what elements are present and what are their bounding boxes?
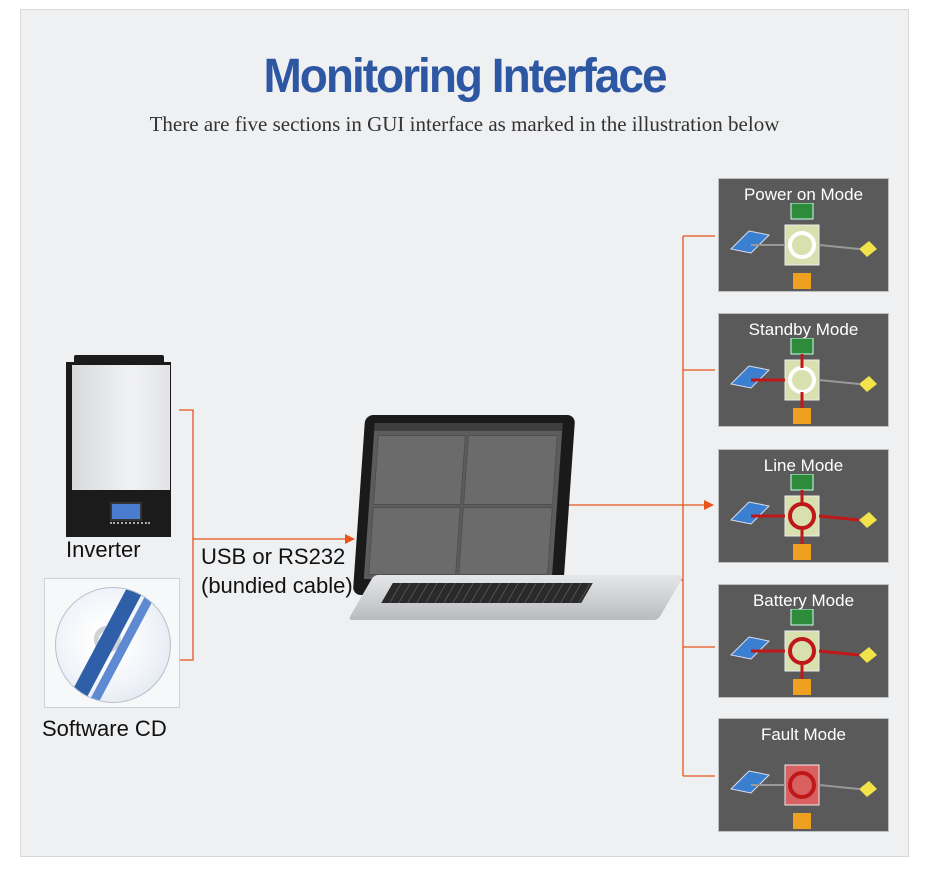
bulb-icon (859, 241, 877, 257)
grid-icon (790, 338, 814, 355)
laptop-image (339, 415, 684, 625)
grid-icon (790, 609, 814, 626)
diagram-frame: Monitoring Interface There are five sect… (20, 9, 909, 857)
solar-panel-icon (729, 770, 771, 794)
battery-icon (793, 544, 811, 560)
inverter-lcd (110, 502, 142, 521)
mode-panel-fault: Fault Mode (718, 718, 889, 832)
software-cd-image (44, 578, 180, 708)
mode-panel-standby: Standby Mode (718, 313, 889, 427)
battery-icon (793, 273, 811, 289)
solar-panel-icon (729, 501, 771, 525)
page-title: Monitoring Interface (263, 47, 667, 103)
inverter-cd-bracket (179, 409, 194, 661)
bulb-icon (859, 781, 877, 797)
mode-diagram (729, 764, 877, 829)
bulb-icon (859, 512, 877, 528)
battery-icon (793, 813, 811, 829)
software-cd-label: Software CD (42, 716, 167, 741)
battery-icon (793, 408, 811, 424)
page-subtitle: There are five sections in GUI interface… (149, 112, 780, 136)
connection-label-line2: (bundied cable) (201, 573, 353, 598)
grid-icon (790, 203, 814, 220)
inverter-label: Inverter (66, 537, 141, 562)
mode-diagram (729, 338, 877, 424)
inverter-image (66, 355, 171, 537)
mode-title: Power on Mode (743, 185, 864, 204)
laptop-screen (363, 423, 563, 579)
mode-diagram (729, 474, 877, 560)
mode-diagram (729, 203, 877, 289)
grid-icon (790, 474, 814, 491)
connector-lines (179, 235, 715, 777)
mode-diagram (729, 609, 877, 695)
mode-panel-power-on: Power on Mode (718, 178, 889, 292)
mode-title: Fault Mode (760, 725, 847, 744)
mode-panel-battery: Battery Mode (718, 584, 889, 698)
mode-panel-line: Line Mode (718, 449, 889, 563)
solar-panel-icon (729, 365, 771, 389)
solar-panel-icon (729, 636, 771, 660)
bulb-icon (859, 376, 877, 392)
bulb-icon (859, 647, 877, 663)
mode-title: Line Mode (763, 456, 844, 475)
battery-icon (793, 679, 811, 695)
mode-title: Standby Mode (748, 320, 859, 339)
connection-label-line1: USB or RS232 (201, 544, 346, 569)
solar-panel-icon (729, 230, 771, 254)
mode-title: Battery Mode (752, 591, 855, 610)
